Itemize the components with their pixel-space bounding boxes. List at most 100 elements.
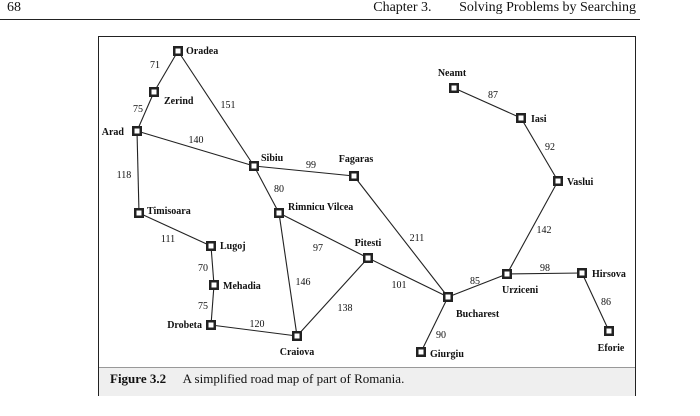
city-label: Iasi	[531, 114, 547, 125]
city-label: Lugoj	[220, 241, 246, 252]
city-marker-inner	[606, 328, 612, 334]
figure-caption: Figure 3.2 A simplified road map of part…	[110, 371, 404, 387]
city-marker-inner	[555, 178, 561, 184]
city-fagaras: Fagaras	[339, 154, 374, 181]
city-marker-inner	[136, 210, 142, 216]
city-label: Mehadia	[223, 281, 261, 292]
road-oradea-zerind	[153, 50, 179, 93]
caption-text: A simplified road map of part of Romania…	[182, 371, 405, 386]
road-vaslui-iasi	[520, 117, 559, 182]
city-label: Neamt	[438, 68, 467, 79]
road-bucharest-urziceni	[447, 273, 508, 298]
distance-label: 101	[392, 280, 407, 291]
city-neamt: Neamt	[438, 68, 467, 93]
city-vaslui: Vaslui	[553, 176, 594, 188]
city-craiova: Craiova	[280, 331, 314, 358]
distance-label: 71	[150, 60, 160, 71]
distance-label: 146	[296, 277, 311, 288]
header-rule	[0, 19, 640, 20]
city-giurgiu: Giurgiu	[416, 347, 464, 360]
city-marker-inner	[504, 271, 510, 277]
road-sibiu-fagaras	[253, 165, 355, 177]
distance-label: 70	[198, 263, 208, 274]
caption-band	[99, 367, 635, 396]
road-urziceni-hirsova	[506, 272, 583, 275]
city-bucharest: Bucharest	[443, 292, 500, 320]
city-sibiu: Sibiu	[249, 153, 284, 171]
city-marker-inner	[445, 294, 451, 300]
page-number: 68	[7, 0, 21, 15]
caption-label: Figure 3.2	[110, 371, 167, 386]
road-arad-sibiu	[136, 130, 255, 167]
road-oradea-sibiu	[177, 50, 255, 167]
city-label: Fagaras	[339, 154, 374, 165]
city-drobeta: Drobeta	[167, 320, 216, 331]
distance-label: 151	[221, 100, 236, 111]
distance-label: 87	[488, 90, 498, 101]
distance-label: 92	[545, 142, 555, 153]
city-pitesti: Pitesti	[355, 238, 382, 263]
city-label: Sibiu	[261, 153, 284, 164]
distance-label: 98	[540, 263, 550, 274]
distance-label: 142	[537, 225, 552, 236]
distance-label: 140	[189, 135, 204, 146]
city-label: Arad	[102, 127, 125, 138]
distance-label: 111	[161, 234, 175, 245]
distance-label: 75	[133, 104, 143, 115]
running-head: Chapter 3. Solving Problems by Searching	[373, 0, 636, 16]
road-urziceni-vaslui	[506, 180, 559, 275]
city-label: Pitesti	[355, 238, 382, 249]
road-sibiu-rimnicu	[253, 165, 280, 214]
roads-layer	[136, 50, 610, 353]
city-marker-inner	[151, 89, 157, 95]
city-label: Urziceni	[502, 285, 538, 296]
road-iasi-neamt	[453, 87, 522, 119]
distance-label: 80	[274, 184, 284, 195]
city-label: Giurgiu	[430, 349, 464, 360]
city-marker-inner	[451, 85, 457, 91]
city-label: Drobeta	[167, 320, 202, 331]
city-marker-inner	[351, 173, 357, 179]
city-lugoj: Lugoj	[206, 241, 246, 252]
city-marker-inner	[251, 163, 257, 169]
distance-label: 118	[117, 170, 132, 181]
city-label: Oradea	[186, 46, 218, 57]
city-label: Zerind	[164, 96, 194, 107]
distance-label: 99	[306, 160, 316, 171]
road-drobeta-craiova	[210, 324, 298, 337]
city-label: Craiova	[280, 347, 314, 358]
road-pitesti-bucharest	[367, 257, 449, 298]
city-label: Bucharest	[456, 309, 500, 320]
city-hirsova: Hirsova	[577, 268, 626, 280]
chapter-label: Chapter 3.	[373, 0, 432, 15]
road-arad-timisoara	[136, 130, 140, 214]
city-marker-inner	[208, 243, 214, 249]
road-bucharest-giurgiu	[420, 296, 449, 353]
distance-label: 97	[313, 243, 323, 254]
city-label: Timisoara	[147, 206, 191, 217]
city-label: Vaslui	[567, 177, 594, 188]
distance-label: 120	[250, 319, 265, 330]
distance-label: 211	[410, 233, 425, 244]
distance-label: 85	[470, 276, 480, 287]
road-rimnicu-pitesti	[278, 212, 369, 259]
city-oradea: Oradea	[173, 46, 218, 57]
city-eforie: Eforie	[598, 326, 625, 354]
city-iasi: Iasi	[516, 113, 547, 125]
city-marker-inner	[276, 210, 282, 216]
city-rimnicu: Rimnicu Vilcea	[274, 202, 353, 218]
city-marker-inner	[208, 322, 214, 328]
city-timisoara: Timisoara	[134, 206, 191, 218]
city-label: Rimnicu Vilcea	[288, 202, 353, 213]
road-fagaras-bucharest	[353, 175, 449, 298]
city-marker-inner	[134, 128, 140, 134]
figure-frame	[98, 36, 636, 396]
road-zerind-arad	[136, 91, 155, 132]
city-marker-inner	[518, 115, 524, 121]
road-rimnicu-craiova	[278, 212, 298, 337]
city-marker-inner	[175, 48, 181, 54]
city-marker-inner	[294, 333, 300, 339]
road-lugoj-mehadia	[210, 245, 215, 286]
